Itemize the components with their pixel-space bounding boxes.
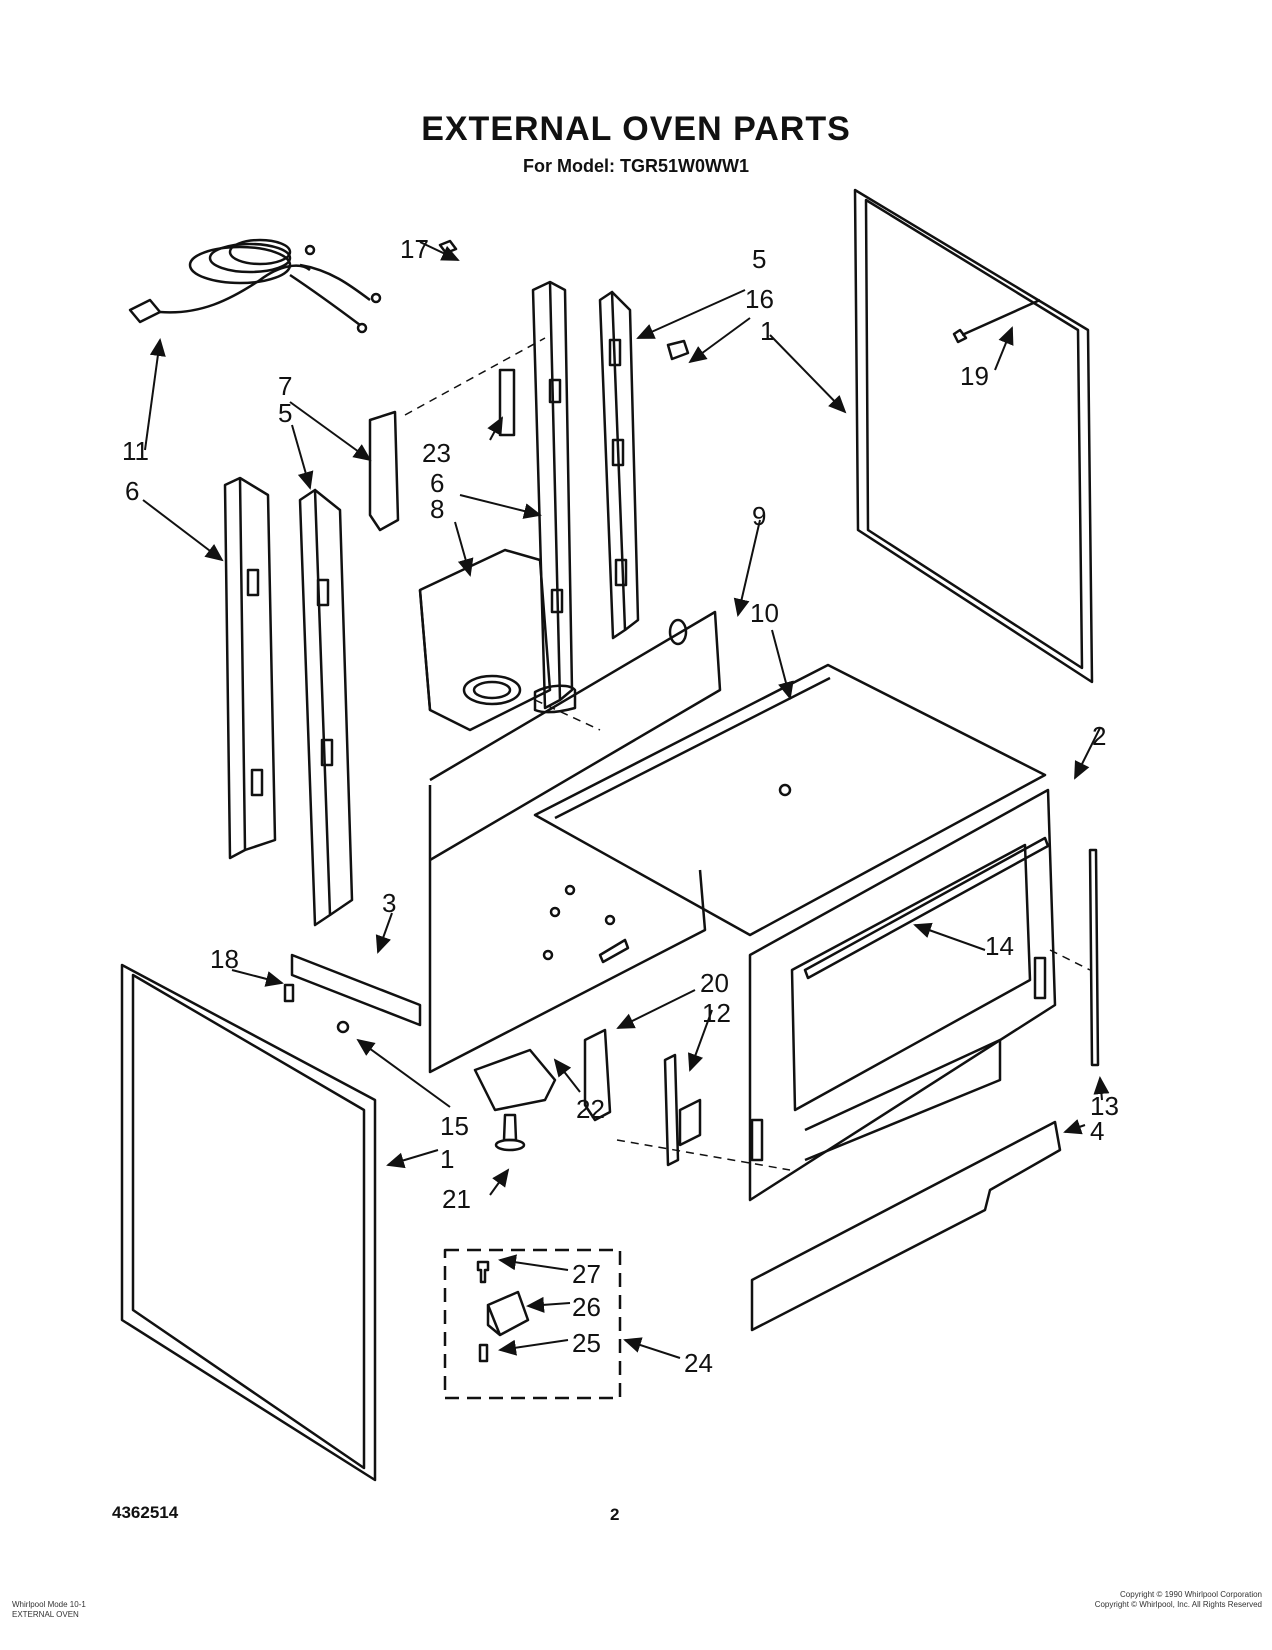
callout-10: 10 — [750, 598, 779, 628]
callout-22: 22 — [576, 1094, 605, 1124]
callout-20: 20 — [700, 968, 729, 998]
side-panel-1-right-outline — [853, 188, 1094, 684]
page-number: 2 — [610, 1505, 620, 1524]
document-number: 4362514 — [112, 1503, 179, 1522]
callout-23: 23 — [422, 438, 451, 468]
power-cord-part — [128, 238, 382, 334]
callout-6-left: 6 — [125, 476, 139, 506]
footer-left-line-1: Whirlpool Mode 10-1 — [12, 1600, 86, 1609]
callout-11: 11 — [122, 436, 149, 466]
rear-rails-part — [531, 280, 640, 710]
callout-15: 15 — [440, 1111, 469, 1141]
kit-parts — [476, 1260, 530, 1363]
callout-9: 9 — [752, 501, 766, 531]
callout-5-top: 5 — [752, 244, 766, 274]
model-subtitle: For Model: TGR51W0WW1 — [523, 156, 749, 176]
bracket-20-part — [583, 1028, 612, 1122]
footer-left-note: Whirlpool Mode 10-1 EXTERNAL OVEN — [12, 1600, 86, 1620]
strip-23-part — [498, 368, 516, 437]
leg-bracket-22-part — [473, 1048, 557, 1112]
bracket-12-part — [663, 1053, 702, 1167]
callout-17: 17 — [400, 234, 429, 264]
callout-14: 14 — [985, 931, 1014, 961]
callout-6-center: 6 — [430, 468, 444, 498]
kick-panel-4-part — [750, 1120, 1062, 1332]
cabinet-side-panel-part — [428, 785, 707, 1074]
left-rails-part — [223, 476, 354, 927]
burner-box-part — [418, 548, 552, 732]
copyright-line-1: Copyright © 1990 Whirlpool Corporation — [1120, 1590, 1262, 1599]
callout-1-top: 1 — [760, 316, 774, 346]
callout-3: 3 — [382, 888, 396, 918]
callout-24: 24 — [684, 1348, 713, 1378]
callout-5-left: 5 — [278, 398, 292, 428]
side-panel-1-left-part — [120, 963, 377, 1482]
footer-left-line-2: EXTERNAL OVEN — [12, 1610, 79, 1619]
parts-kit-24-box — [443, 1248, 622, 1400]
strip-3-part — [290, 953, 422, 1027]
rear-panel-part — [429, 610, 722, 862]
footer-copyright: Copyright © 1990 Whirlpool Corporation C… — [1000, 1590, 1262, 1610]
front-frame-part — [748, 788, 1057, 1202]
bracket-7-part — [368, 410, 400, 532]
plug-15-part — [336, 1020, 350, 1034]
callout-21: 21 — [442, 1184, 471, 1214]
screw-18-part — [283, 983, 295, 1003]
copyright-line-2: Copyright © Whirlpool, Inc. All Rights R… — [1094, 1600, 1262, 1609]
callout-7: 7 — [278, 371, 292, 401]
screw-17-part — [438, 239, 458, 255]
callout-18: 18 — [210, 944, 239, 974]
top-panel-part — [533, 663, 1047, 937]
leveling-leg-21-part — [494, 1113, 526, 1152]
trim-13-part — [1088, 848, 1100, 1067]
callout-2: 2 — [1092, 721, 1106, 751]
callout-26: 26 — [572, 1292, 601, 1322]
bolt-19-part — [952, 298, 1041, 344]
callout-19: 19 — [960, 361, 989, 391]
callout-12: 12 — [702, 998, 731, 1028]
callout-25: 25 — [572, 1328, 601, 1358]
callout-27: 27 — [572, 1259, 601, 1289]
side-panel-1-right-part — [855, 1, 1090, 985]
callout-4: 4 — [1090, 1116, 1104, 1146]
callout-13: 13 — [1090, 1091, 1119, 1121]
callout-16: 16 — [745, 284, 774, 314]
trim-14-part — [803, 836, 1050, 980]
page-title: EXTERNAL OVEN PARTS — [421, 110, 851, 148]
callout-1-left: 1 — [440, 1144, 454, 1174]
callout-8: 8 — [430, 494, 444, 524]
clip-16-part — [666, 339, 690, 361]
